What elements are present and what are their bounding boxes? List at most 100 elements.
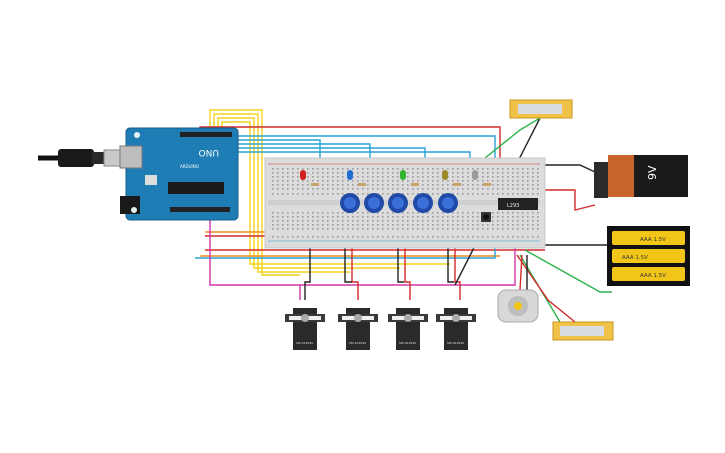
breadboard-hole <box>447 184 449 186</box>
leds <box>300 170 491 186</box>
battery-9v[interactable]: 9V <box>594 155 688 198</box>
breadboard-hole <box>497 176 499 178</box>
breadboard-hole <box>437 168 439 170</box>
led-body <box>300 170 306 180</box>
breadboard-hole <box>492 236 494 238</box>
breadboard-hole <box>537 188 539 190</box>
breadboard-hole <box>472 224 474 226</box>
breadboard-hole <box>527 220 529 222</box>
breadboard-hole <box>427 228 429 230</box>
breadboard-hole <box>517 168 519 170</box>
breadboard-hole <box>392 168 394 170</box>
breadboard-hole <box>527 168 529 170</box>
breadboard-hole <box>322 212 324 214</box>
breadboard-hole <box>282 216 284 218</box>
breadboard-hole <box>272 188 274 190</box>
breadboard-hole <box>412 176 414 178</box>
chip-label: L293 <box>507 203 519 209</box>
breadboard-hole <box>407 180 409 182</box>
breadboard-hole <box>507 176 509 178</box>
breadboard-hole <box>352 212 354 214</box>
dc-motor[interactable] <box>497 289 539 323</box>
breadboard-hole <box>407 212 409 214</box>
breadboard-hole <box>287 216 289 218</box>
breadboard-hole <box>497 220 499 222</box>
breadboard-hole <box>517 176 519 178</box>
breadboard-hole <box>517 228 519 230</box>
servo-motor[interactable]: SM-S2309S <box>388 308 428 350</box>
arduino-brand: UNO <box>199 147 219 157</box>
breadboard-hole <box>407 236 409 238</box>
servo-motor[interactable]: SM-S2309S <box>436 308 476 350</box>
led[interactable] <box>400 170 419 186</box>
breadboard-hole <box>487 236 489 238</box>
breadboard-hole <box>372 220 374 222</box>
breadboard-hole <box>442 180 444 182</box>
breadboard-hole <box>277 224 279 226</box>
breadboard-hole <box>327 216 329 218</box>
motor-driver-chip[interactable]: L293 <box>498 198 538 210</box>
breadboard-hole <box>527 176 529 178</box>
breadboard-hole <box>322 176 324 178</box>
breadboard-hole <box>487 188 489 190</box>
breadboard-hole <box>317 193 319 195</box>
breadboard-hole <box>297 168 299 170</box>
breadboard-hole <box>427 188 429 190</box>
breadboard-hole <box>507 172 509 174</box>
breadboard-hole <box>467 172 469 174</box>
breadboard-hole <box>532 180 534 182</box>
breadboard-hole <box>342 216 344 218</box>
potentiometers[interactable] <box>340 193 458 213</box>
breadboard-hole <box>527 216 529 218</box>
breadboard-hole <box>357 212 359 214</box>
led[interactable] <box>442 170 461 186</box>
arduino-board[interactable]: UNO ARDUINO <box>119 127 239 221</box>
pushbutton[interactable] <box>481 212 491 222</box>
breadboard-hole <box>342 224 344 226</box>
potentiometer[interactable] <box>340 193 360 213</box>
breadboard-hole <box>367 236 369 238</box>
breadboard-hole <box>422 180 424 182</box>
potentiometer[interactable] <box>364 193 384 213</box>
breadboard-hole <box>502 212 504 214</box>
breadboard-hole <box>332 188 334 190</box>
breadboard-hole <box>377 216 379 218</box>
breadboard-hole <box>362 172 364 174</box>
potentiometer[interactable] <box>413 193 433 213</box>
breadboard-hole <box>317 212 319 214</box>
potentiometer[interactable] <box>438 193 458 213</box>
breadboard-hole <box>382 236 384 238</box>
breadboard-hole <box>422 176 424 178</box>
led[interactable] <box>472 170 491 186</box>
breadboard-hole <box>502 168 504 170</box>
led[interactable] <box>347 170 366 186</box>
servo-motor[interactable]: SM-S2309S <box>285 308 325 350</box>
breadboard-hole <box>362 176 364 178</box>
breadboard-hole <box>467 216 469 218</box>
breadboard-hole <box>312 180 314 182</box>
servo-motor[interactable]: SM-S2309S <box>338 308 378 350</box>
breadboard-hole <box>467 228 469 230</box>
breadboard-hole <box>292 188 294 190</box>
multimeter-top[interactable] <box>509 99 573 119</box>
breadboard-hole <box>522 172 524 174</box>
breadboard-hole <box>337 168 339 170</box>
servo-label: SM-S2309S <box>447 341 464 345</box>
breadboard-hole <box>367 176 369 178</box>
breadboard-hole <box>512 188 514 190</box>
led-body <box>442 170 448 180</box>
breadboard-hole <box>352 180 354 182</box>
breadboard-hole <box>292 180 294 182</box>
breadboard-hole <box>297 220 299 222</box>
potentiometer[interactable] <box>388 193 408 213</box>
breadboard-hole <box>497 228 499 230</box>
battery-pack[interactable]: AAA 1.5V AAA 1.5V AAA 1.5V <box>607 226 690 286</box>
led[interactable] <box>300 170 319 186</box>
breadboard-hole <box>357 216 359 218</box>
breadboard-hole <box>447 224 449 226</box>
multimeter-bottom[interactable] <box>552 321 614 341</box>
breadboard-hole <box>447 220 449 222</box>
breadboard-hole <box>382 176 384 178</box>
breadboard-hole <box>407 220 409 222</box>
